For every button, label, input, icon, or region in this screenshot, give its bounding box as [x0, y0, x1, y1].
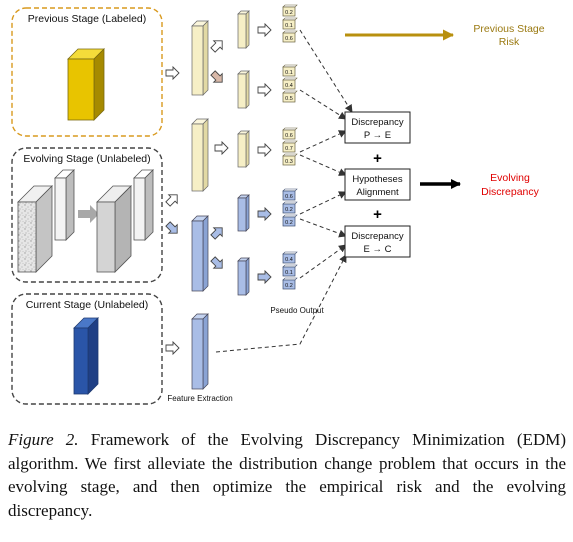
output-cell-value: 0.1	[285, 23, 293, 29]
output-cell-value: 0.2	[285, 207, 293, 213]
output-cell	[282, 19, 296, 30]
figure-caption: Figure 2. Framework of the Evolving Disc…	[8, 428, 566, 522]
figure-caption-text: Framework of the Evolving Discrepancy Mi…	[8, 430, 566, 520]
feature-extractor-evolving-yellow	[191, 118, 209, 192]
previous-stage-risk-label-line1: Previous Stage	[473, 23, 544, 35]
output-cell-value: 0.2	[285, 220, 293, 226]
input-arrow-evolving-down	[165, 221, 178, 234]
output-cell-value: 0.6	[285, 36, 293, 42]
previous-stage-label: Previous Stage (Labeled)	[28, 13, 147, 25]
feature-extractor-current	[191, 313, 209, 390]
discrepancy-pe-line2: P → E	[364, 130, 391, 141]
output-group-yellow-mid: 0.6 0.7 0.3	[282, 127, 298, 166]
output-cell	[282, 190, 296, 201]
output-cell	[282, 142, 296, 153]
output-cell-value: 0.7	[285, 146, 293, 152]
output-cell-value: 0.2	[285, 283, 293, 289]
evolving-noisy-block	[17, 185, 53, 273]
output-group-blue-lower: 0.4 0.1 0.2	[282, 251, 298, 290]
fork-arrows	[210, 40, 229, 269]
evolving-discrepancy-line2: Discrepancy	[481, 186, 540, 198]
previous-stage-panel: Previous Stage (Labeled)	[11, 7, 163, 137]
previous-stage-risk-label-line2: Risk	[499, 36, 520, 48]
discrepancy-ec-box: Discrepancy E → C	[344, 225, 411, 258]
output-cell	[282, 279, 296, 290]
output-cell	[282, 6, 296, 17]
classifier-yellow-upper	[237, 10, 250, 49]
current-stage-block	[73, 317, 99, 395]
output-cell	[282, 66, 296, 77]
input-arrow-previous	[165, 65, 180, 81]
feature-extractor-previous	[191, 20, 209, 96]
output-cell-value: 0.1	[285, 70, 293, 76]
output-cell-value: 0.3	[285, 159, 293, 165]
output-cell	[282, 79, 296, 90]
current-stage-border	[11, 293, 163, 405]
current-stage-label: Current Stage (Unlabeled)	[26, 299, 149, 311]
discrepancy-ec-line1: Discrepancy	[351, 231, 404, 242]
discrepancy-pe-line1: Discrepancy	[351, 117, 404, 128]
output-arrows	[257, 22, 272, 285]
classifier-blue-lower	[237, 257, 250, 296]
edm-framework-diagram: Previous Stage (Labeled) Evolving Stage …	[11, 4, 545, 405]
hypotheses-alignment-box: Hypotheses Alignment	[344, 168, 411, 201]
classifier-yellow-lower	[237, 70, 250, 109]
previous-stage-border	[11, 7, 163, 137]
output-cell-value: 0.2	[285, 10, 293, 16]
pseudo-output-label: Pseudo Output	[270, 306, 324, 315]
discrepancy-pe-box: Discrepancy P → E	[344, 111, 411, 144]
plus-sign-lower: +	[373, 206, 382, 223]
plus-sign-upper: +	[373, 150, 382, 167]
evolving-discrepancy-line1: Evolving	[490, 172, 530, 184]
output-cell	[282, 216, 296, 227]
classifier-blue-upper	[237, 194, 250, 232]
output-cell	[282, 32, 296, 43]
output-group-yellow-lower: 0.1 0.4 0.5	[282, 64, 298, 103]
evolving-plain-block	[96, 185, 132, 273]
discrepancy-ec-line2: E → C	[364, 244, 392, 255]
evolving-stage-border	[11, 147, 163, 283]
evolving-transition-arrow	[78, 205, 99, 223]
output-cell-value: 0.6	[285, 133, 293, 139]
output-cell	[282, 155, 296, 166]
output-cell	[282, 266, 296, 277]
current-stage-panel: Current Stage (Unlabeled)	[11, 293, 163, 405]
evolving-thin-block-1	[54, 169, 75, 241]
output-cell	[282, 203, 296, 214]
input-arrow-evolving-up	[165, 194, 178, 207]
hypotheses-alignment-line2: Alignment	[356, 187, 399, 198]
hypotheses-alignment-line1: Hypotheses	[352, 174, 402, 185]
classifier-yellow-mid	[237, 130, 250, 168]
output-group-yellow-upper: 0.2 0.1 0.6	[282, 4, 298, 43]
dashed-connectors	[215, 29, 353, 353]
output-cell-value: 0.6	[285, 194, 293, 200]
evolving-stage-panel: Evolving Stage (Unlabeled)	[11, 147, 163, 283]
previous-stage-block	[67, 48, 105, 121]
output-cell-value: 0.4	[285, 83, 293, 89]
feature-extractor-evolving-blue	[191, 215, 209, 292]
evolving-stage-label: Evolving Stage (Unlabeled)	[23, 153, 150, 165]
output-cell	[282, 92, 296, 103]
output-cell-value: 0.5	[285, 96, 293, 102]
feature-extraction-label: Feature Extraction	[167, 394, 232, 403]
output-cell	[282, 129, 296, 140]
classifier-bars	[237, 10, 250, 296]
output-cell	[282, 253, 296, 264]
output-cell-value: 0.4	[285, 257, 293, 263]
output-cell-value: 0.1	[285, 270, 293, 276]
output-group-blue-upper: 0.6 0.2 0.2	[282, 188, 298, 227]
pseudo-output-cells: 0.20.10.60.10.40.50.60.70.30.60.20.20.40…	[282, 4, 298, 290]
input-arrow-current	[165, 340, 180, 356]
evolving-thin-block-2	[133, 169, 154, 241]
figure-caption-label: Figure 2.	[8, 430, 79, 449]
